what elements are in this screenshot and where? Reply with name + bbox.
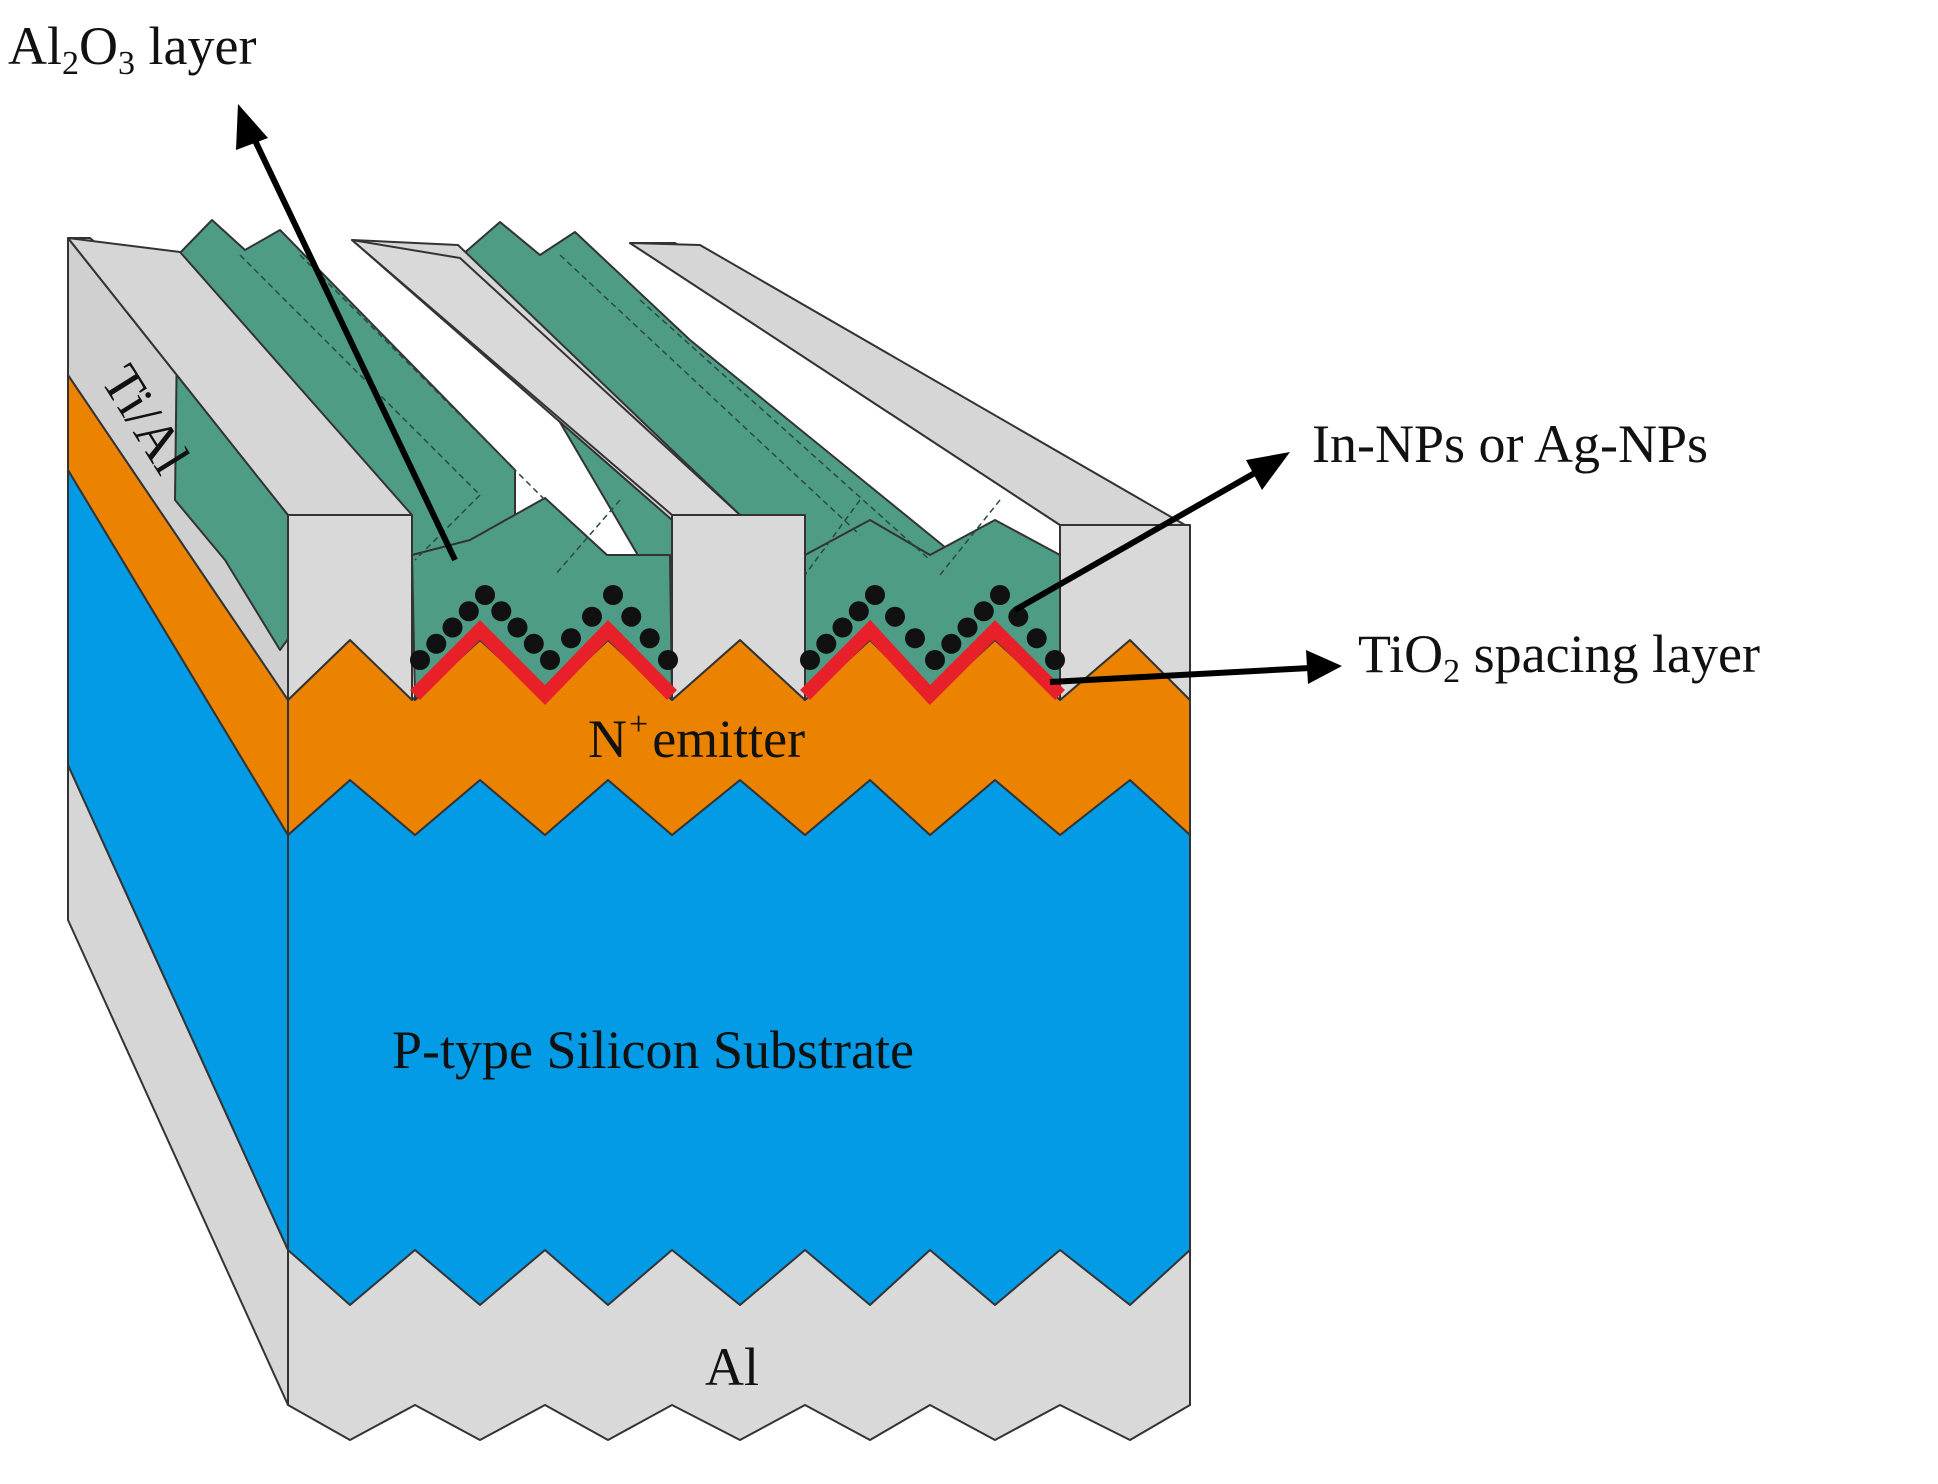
nanoparticle (800, 650, 820, 670)
nanoparticles (410, 585, 1065, 670)
arrow-nps-head (1246, 452, 1290, 490)
nanoparticle (1045, 650, 1065, 670)
al2o3-texture-line-8 (939, 499, 1001, 576)
al2o3-texture-line-5 (414, 494, 481, 561)
finger-1-front (287, 514, 413, 701)
nanoparticle (491, 601, 512, 622)
arrow-nps (1013, 467, 1262, 613)
nanoparticle (475, 585, 495, 605)
nanoparticle (925, 650, 945, 670)
nanoparticle (1026, 628, 1047, 649)
nanoparticle (865, 585, 885, 605)
nanoparticle (507, 617, 528, 638)
nanoparticle (603, 585, 623, 605)
arrow-al2o3-head (236, 104, 268, 150)
al2o3-texture-line-1 (239, 254, 481, 496)
arrow-tio2 (1049, 665, 1311, 685)
label-tio2-layer: TiO2 spacing layer (1358, 624, 1760, 690)
tio2-layer-right (800, 619, 1065, 706)
nanoparticle (990, 585, 1010, 605)
nanoparticle (832, 617, 853, 638)
nanoparticle (410, 650, 430, 670)
nanoparticle (905, 628, 925, 649)
arrow-al2o3 (247, 128, 458, 562)
al2o3-texture-line-2 (299, 254, 546, 501)
al2o3-texture-line-3 (559, 254, 861, 536)
label-al2o3-layer: Al2O3 layer (8, 16, 256, 82)
nanoparticle (540, 650, 560, 670)
nanoparticle (561, 628, 581, 649)
nanoparticle (848, 601, 869, 622)
nanoparticle (639, 628, 660, 649)
nanoparticle (1008, 606, 1029, 627)
label-back-contact: Al (705, 1337, 759, 1397)
nanoparticle (816, 633, 837, 654)
nanoparticle (523, 633, 544, 654)
nanoparticle (973, 601, 994, 622)
al2o3-texture-line-4 (639, 299, 931, 561)
nanoparticle (957, 617, 978, 638)
nanoparticle (582, 606, 602, 627)
label-substrate: P-type Silicon Substrate (392, 1020, 914, 1080)
label-nanoparticles: In-NPs or Ag-NPs (1312, 414, 1708, 474)
nanoparticle (621, 606, 642, 627)
tio2-layer-left (410, 619, 677, 705)
front-al-back (287, 1249, 1191, 1441)
nanoparticle (442, 617, 463, 638)
nanoparticle (426, 633, 447, 654)
al2o3-texture-line-6 (554, 499, 621, 576)
nanoparticle (458, 601, 479, 622)
nanoparticle (658, 650, 678, 670)
arrow-tio2-head (1306, 650, 1342, 684)
label-emitter: N+emitter (588, 706, 805, 769)
finger-2-front (671, 514, 806, 701)
nanoparticle (941, 633, 962, 654)
al2o3-texture-line-7 (804, 499, 861, 576)
nanoparticle (885, 606, 905, 627)
